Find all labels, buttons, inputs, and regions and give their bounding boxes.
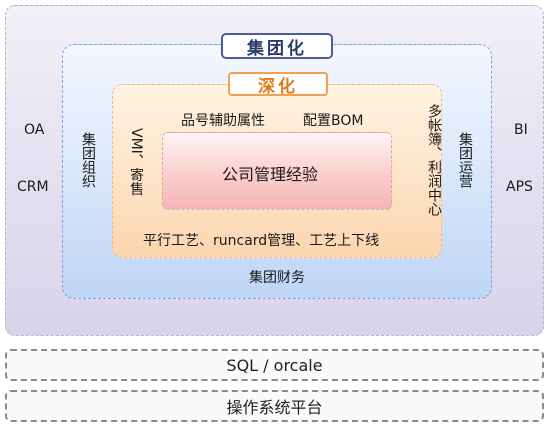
label-item-attributes: 品号辅助属性	[181, 113, 265, 129]
label-multi-ledger: 多帐簿、利润中心	[426, 104, 442, 216]
deep-title: 深化	[228, 72, 328, 97]
platform-bar: 操作系统平台	[5, 390, 544, 422]
label-oa: OA	[24, 122, 45, 138]
label-vmi-consignment: VMI、寄售	[128, 128, 144, 196]
label-group-finance: 集团财务	[249, 270, 305, 286]
label-parallel-process: 平行工艺、runcard管理、工艺上下线	[143, 233, 380, 249]
label-bi: BI	[514, 122, 528, 138]
label-config-bom: 配置BOM	[303, 113, 364, 129]
core-frame	[162, 132, 392, 210]
label-aps: APS	[506, 179, 533, 195]
label-group-ops: 集团运营	[457, 132, 473, 188]
group-title: 集团化	[221, 33, 333, 59]
database-bar: SQL / orcale	[5, 349, 544, 381]
label-crm: CRM	[17, 179, 49, 195]
label-core-experience: 公司管理经验	[222, 165, 319, 184]
label-group-org: 集团组织	[80, 132, 96, 188]
